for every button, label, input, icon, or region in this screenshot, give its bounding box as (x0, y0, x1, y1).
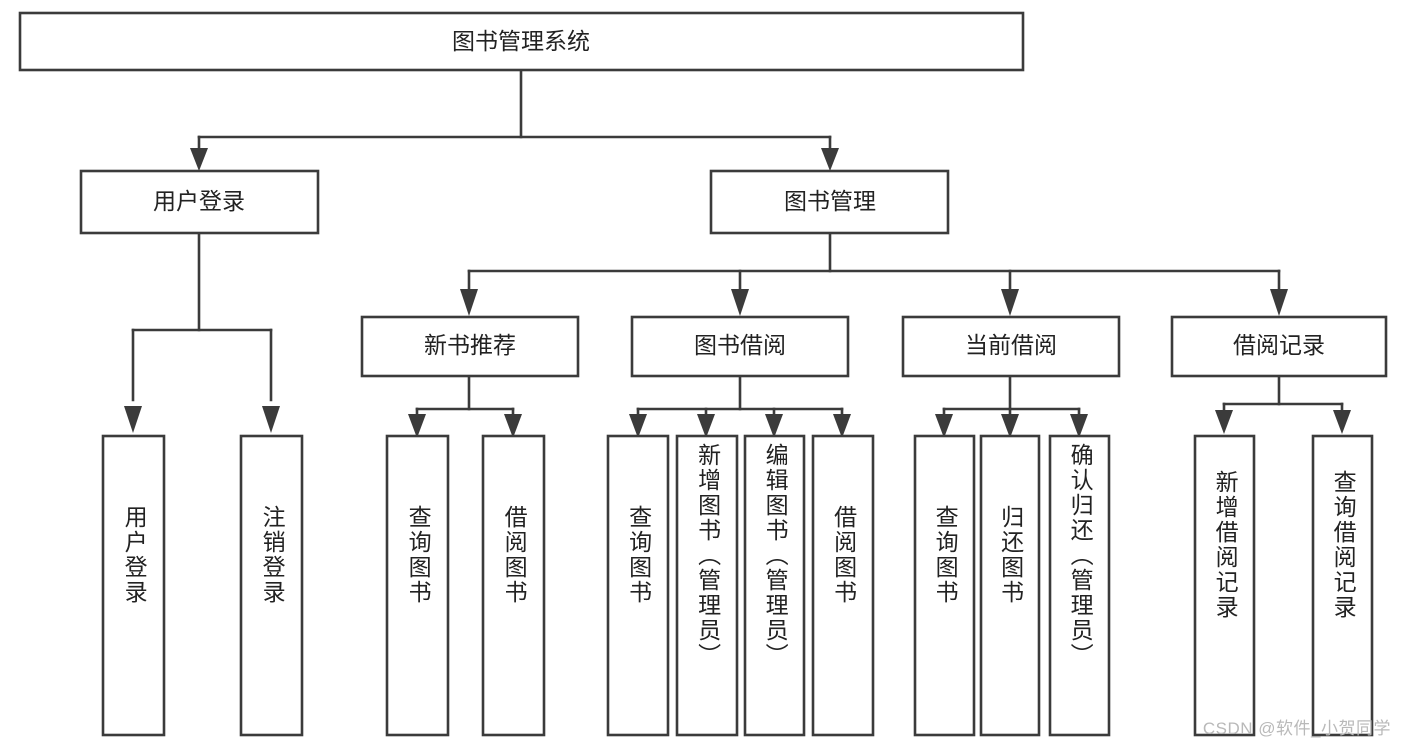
leaf-box-current-borrow-3[interactable] (1048, 434, 1111, 737)
node-new-book-recommend-box[interactable] (360, 315, 580, 378)
arrow-to-bookborrow (731, 289, 749, 316)
leaf-box-book-borrow-2[interactable] (675, 434, 739, 737)
leaf-box-current-borrow-2[interactable] (979, 434, 1041, 737)
node-current-borrow-box[interactable] (901, 315, 1121, 378)
arrow-userlogin-leaf-2 (262, 406, 280, 433)
leaf-box-user-login-2[interactable] (239, 434, 304, 737)
arrow-to-borrowrecord (1270, 289, 1288, 316)
node-borrow-record-box[interactable] (1170, 315, 1388, 378)
node-user-login-label: 用户登录 (153, 188, 245, 214)
node-book-borrow-box[interactable] (630, 315, 850, 378)
leaf-box-user-login-1[interactable] (101, 434, 166, 737)
node-user-login-box[interactable] (79, 169, 320, 235)
node-root-box[interactable] (18, 11, 1025, 72)
node-new-book-recommend-label: 新书推荐 (424, 332, 516, 358)
leaf-box-new-book-2[interactable] (481, 434, 546, 737)
arrow-currentborrow-leaf-3 (1070, 414, 1088, 438)
leaf-box-current-borrow-1[interactable] (913, 434, 976, 737)
arrow-to-bookmgmt (821, 148, 839, 171)
leaf-box-book-borrow-3[interactable] (743, 434, 806, 737)
arrow-to-currentborrow (1001, 289, 1019, 316)
arrow-userlogin-leaf-1 (124, 406, 142, 433)
arrow-to-newbook (460, 289, 478, 316)
arrow-to-userlogin (190, 148, 208, 171)
node-book-management-label: 图书管理 (784, 188, 876, 214)
node-book-management-box[interactable] (709, 169, 950, 235)
arrow-newbook-leaf-1 (408, 414, 426, 438)
arrow-bookborrow-leaf-4 (833, 414, 851, 438)
arrow-bookborrow-leaf-1 (629, 414, 647, 438)
leaf-box-book-borrow-1[interactable] (606, 434, 670, 737)
leaf-box-book-borrow-4[interactable] (811, 434, 875, 737)
arrow-bookborrow-leaf-2 (697, 414, 715, 438)
arrow-currentborrow-leaf-1 (935, 414, 953, 438)
arrow-borrowrecord-leaf-2 (1333, 410, 1351, 434)
arrow-bookborrow-leaf-3 (765, 414, 783, 438)
leaf-box-new-book-1[interactable] (385, 434, 450, 737)
arrow-newbook-leaf-2 (504, 414, 522, 438)
arrow-borrowrecord-leaf-1 (1215, 410, 1233, 434)
node-current-borrow-label: 当前借阅 (965, 332, 1057, 358)
node-book-borrow-label: 图书借阅 (694, 332, 786, 358)
node-root-label: 图书管理系统 (452, 28, 590, 54)
node-borrow-record-label: 借阅记录 (1233, 332, 1325, 358)
arrow-currentborrow-leaf-2 (1001, 414, 1019, 438)
edges-layer (124, 68, 1351, 438)
nodes-layer: 图书管理系统 用户登录 图书管理 新书推荐 图书借阅 当前借阅 借阅记录 (18, 11, 1388, 737)
leaf-box-borrow-record-2[interactable] (1311, 434, 1374, 737)
leaf-box-borrow-record-1[interactable] (1193, 434, 1256, 737)
